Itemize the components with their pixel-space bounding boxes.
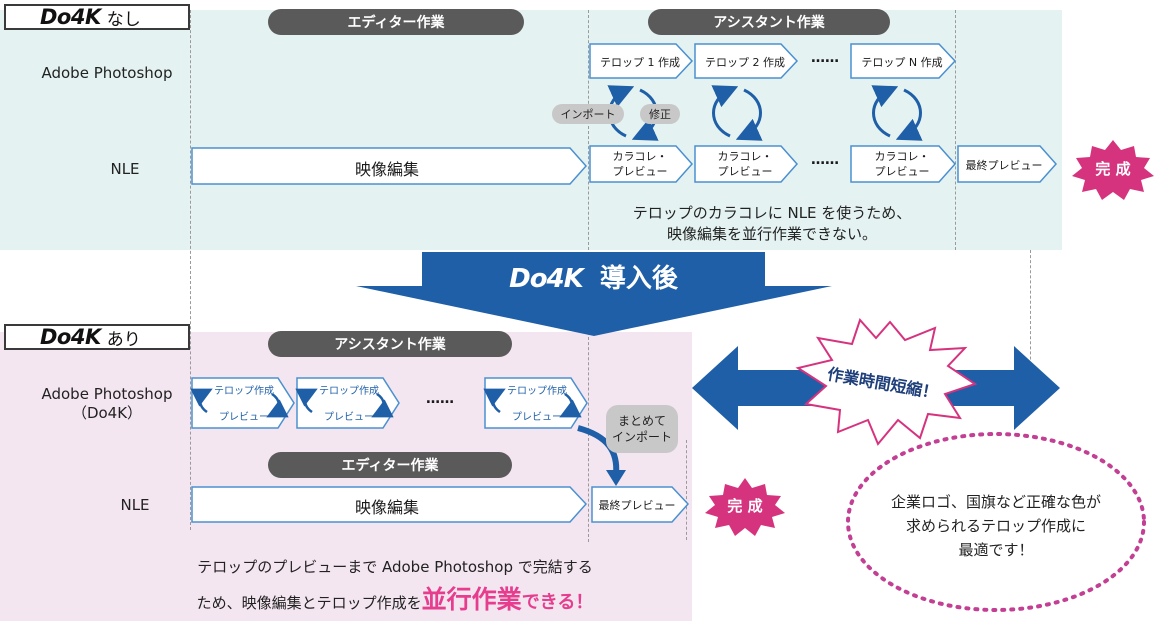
step-bottom-label: プレビュー: [324, 412, 374, 423]
before-caption-line1: テロップのカラコレに NLE を使うため、: [632, 204, 912, 222]
step-top-label: テロップ作成: [214, 386, 274, 397]
step-bottom-label: プレビュー: [219, 412, 269, 423]
complete-starburst: [705, 478, 785, 536]
final-preview-arrow: [591, 486, 690, 523]
after-banner-text: 導入後: [599, 264, 678, 294]
guide-line: [190, 10, 191, 530]
after-banner: Do4K 導入後: [422, 258, 765, 295]
cycle-arrow-icon: [735, 88, 763, 141]
after-tab: Do4K あり: [4, 324, 190, 350]
row-label-photoshop: Adobe Photoshop （Do4K）: [22, 385, 192, 423]
guide-line: [955, 10, 956, 250]
import-note: インポート: [552, 104, 624, 124]
mini-cycle-icon: [371, 392, 394, 418]
ellipsis: ……: [426, 391, 454, 407]
complete-starburst: [1072, 140, 1154, 200]
telop-step-arrow: [850, 43, 957, 79]
mini-cycle-icon: [295, 388, 318, 414]
guide-line: [588, 332, 589, 542]
before-caption: テロップのカラコレに NLE を使うため、 映像編集を並行作業できない。: [590, 203, 954, 245]
editor-work-pill: エディター作業: [268, 452, 512, 478]
after-caption-line2: ため、映像編集とテロップ作成を並行作業できる！: [150, 580, 640, 616]
step-top-label: テロップ作成: [319, 386, 379, 397]
before-tab: Do4K なし: [4, 4, 190, 30]
final-preview-label: 最終プレビュー: [598, 499, 676, 512]
before-caption-line2: 映像編集を並行作業できない。: [666, 225, 877, 243]
guide-line: [588, 10, 589, 250]
editor-work-pill: エディター作業: [268, 9, 524, 35]
do4k-logo: Do4K: [509, 264, 584, 294]
color-step-arrow: [850, 145, 957, 183]
color-step-arrow: [694, 145, 799, 183]
video-edit-arrow: [191, 147, 588, 185]
guide-line: [686, 440, 687, 540]
row-label-photoshop: Adobe Photoshop: [41, 64, 173, 82]
after-caption-line1: テロップのプレビューまで Adobe Photoshop で完結する: [197, 558, 593, 576]
mini-cycle-icon: [266, 392, 289, 418]
after-caption-highlight: 並行作業: [421, 585, 522, 614]
info-bubble-text: 企業ロゴ、国旗など正確な色が 求められるテロップ作成に 最適です！: [890, 493, 1101, 559]
video-edit-label: 映像編集: [354, 160, 419, 179]
color-step-label: カラコレ・ プレビュー: [717, 150, 773, 178]
step-top-label: テロップ作成: [507, 386, 567, 397]
assistant-work-pill: アシスタント作業: [268, 331, 512, 357]
row-label-photoshop-line2: （Do4K）: [71, 404, 143, 422]
before-tab-label: なし: [106, 9, 141, 30]
video-edit-label: 映像編集: [354, 498, 419, 517]
import-arrowhead: [606, 470, 626, 486]
fix-note: 修正: [640, 104, 680, 124]
final-preview-arrow: [957, 145, 1058, 183]
info-bubble-outline: [846, 432, 1146, 612]
telop-step-arrow: [589, 43, 694, 79]
step-bottom-label: プレビュー: [512, 412, 562, 423]
telop-step-arrow: [694, 43, 799, 79]
complete-label: 完 成: [1095, 160, 1131, 178]
color-step-label: カラコレ・ プレビュー: [874, 150, 930, 178]
mini-cycle-icon: [559, 392, 582, 418]
telop-step-label: テロップ N 作成: [861, 56, 943, 69]
do4k-logo: Do4K: [40, 5, 101, 29]
after-caption-part-a: ため、映像編集とテロップ作成を: [196, 594, 422, 612]
final-preview-label: 最終プレビュー: [965, 159, 1043, 172]
guide-line: [1030, 250, 1031, 395]
mini-cycle-icon: [483, 388, 506, 414]
after-banner-arrow: [356, 252, 832, 336]
telop-step-label: テロップ 2 作成: [705, 56, 785, 69]
complete-label: 完 成: [727, 497, 763, 515]
ellipsis: ……: [811, 50, 839, 66]
after-caption-part-c: できる！: [521, 592, 594, 613]
row-label-nle: NLE: [110, 160, 140, 178]
mini-cycle-icon: [190, 388, 213, 414]
telop-step-label: テロップ 1 作成: [600, 56, 680, 69]
do4k-logo: Do4K: [40, 325, 101, 349]
cycle-arrow-icon: [895, 88, 923, 141]
ellipsis: ……: [811, 152, 839, 168]
cycle-arrow-icon: [711, 85, 739, 138]
color-step-label: カラコレ・ プレビュー: [612, 150, 668, 178]
cycle-arrow-icon: [871, 85, 899, 138]
after-tab-label: あり: [106, 329, 141, 350]
assistant-work-pill: アシスタント作業: [648, 9, 890, 35]
batch-import-note: まとめて インポート: [606, 405, 678, 453]
color-step-arrow: [589, 145, 694, 183]
row-label-nle: NLE: [120, 496, 150, 514]
row-label-photoshop-line1: Adobe Photoshop: [41, 385, 173, 403]
video-edit-arrow: [191, 486, 588, 523]
reduction-starburst: [795, 318, 978, 446]
